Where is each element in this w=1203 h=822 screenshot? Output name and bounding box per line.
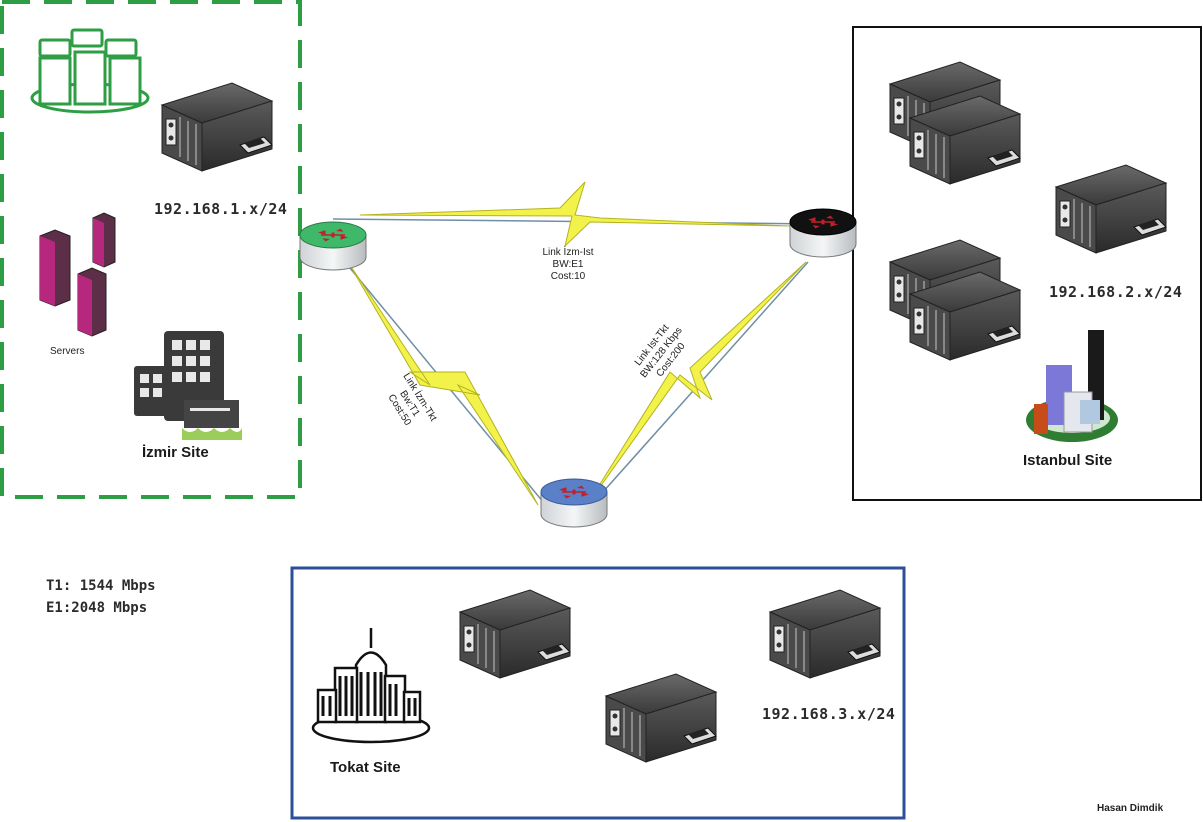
istanbul-subnet-label: 192.168.2.x/24	[1049, 283, 1183, 301]
router-tokat[interactable]	[540, 478, 608, 528]
link-izm-ist-label: Link İzm-Ist BW:E1 Cost:10	[530, 247, 606, 283]
servers-label: Servers	[50, 346, 85, 357]
tokat-server-2	[605, 673, 717, 763]
tokat-site-label: Tokat Site	[330, 759, 401, 776]
lightning-izm-tkt	[347, 261, 539, 506]
tokat-server-3	[769, 589, 881, 679]
istanbul-site-label: Istanbul Site	[1023, 452, 1113, 469]
tokat-site-boundary	[290, 566, 906, 820]
bandwidth-legend: T1: 1544 Mbps E1:2048 Mbps	[46, 575, 156, 619]
lightning-ist-tkt	[584, 261, 807, 509]
cloud-servers-icon	[30, 28, 150, 114]
author-label: Hasan Dimdik	[1097, 803, 1164, 814]
link-izm-ist-name: Link İzm-Ist	[542, 247, 594, 258]
izmir-buildings-icon	[134, 331, 242, 440]
tokat-city-sketch-icon	[311, 628, 431, 744]
istanbul-city-icon	[1026, 330, 1118, 442]
tokat-server-1	[459, 589, 571, 679]
izmir-site-boundary	[0, 0, 302, 499]
izmir-site-label: İzmir Site	[142, 444, 209, 461]
izmir-subnet-label: 192.168.1.x/24	[154, 200, 288, 218]
izmir-server-icon	[161, 82, 273, 172]
link-izm-ist-cost: Cost:10	[550, 271, 586, 282]
link-izm-tkt-line	[344, 261, 559, 521]
legend-t1: T1: 1544 Mbps	[46, 578, 156, 594]
tokat-subnet-label: 192.168.3.x/24	[762, 705, 896, 723]
router-istanbul[interactable]	[789, 208, 857, 258]
istanbul-site-boundary	[852, 26, 1202, 501]
lightning-izm-ist	[359, 181, 791, 248]
link-izm-ist-bw: BW:E1	[552, 259, 584, 270]
istanbul-server-icon	[1055, 164, 1167, 254]
servers-tower-icon	[39, 212, 116, 337]
router-izmir[interactable]	[299, 221, 367, 271]
legend-e1: E1:2048 Mbps	[46, 600, 148, 616]
